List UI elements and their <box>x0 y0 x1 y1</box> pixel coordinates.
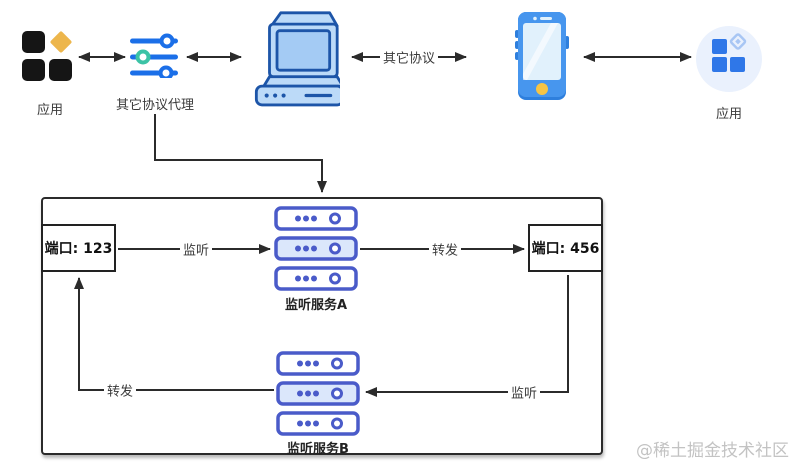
service-a-label: 监听服务A <box>284 298 348 313</box>
server-unit <box>274 266 358 291</box>
server-unit <box>276 411 360 436</box>
server-unit <box>274 236 358 261</box>
server-unit <box>276 381 360 406</box>
server-unit <box>276 351 360 376</box>
connector-serviceB-port123 <box>74 277 274 391</box>
edge-listen-a-label: 监听 <box>179 239 213 259</box>
app-grid-icon <box>22 31 72 81</box>
service-a-stack <box>274 206 358 291</box>
edge-forward-b-label: 转发 <box>103 380 137 400</box>
app-left-label: 应用 <box>36 103 63 118</box>
phone-icon <box>515 12 569 100</box>
edge-listen-b-label: 监听 <box>507 382 541 402</box>
connector-port456-serviceB <box>365 275 569 397</box>
app-right-label: 应用 <box>715 107 742 122</box>
port-123-box: 端口: 123 <box>41 224 116 272</box>
connector-proxy-box <box>154 114 327 193</box>
service-b-stack <box>276 351 360 436</box>
service-b-label: 监听服务B <box>287 442 349 457</box>
app-circle-icon <box>696 26 762 92</box>
server-unit <box>274 206 358 231</box>
computer-icon <box>254 11 340 107</box>
edge-forward-a-label: 转发 <box>428 239 462 259</box>
computer-phone-link-label: 其它协议 <box>379 47 439 67</box>
port-456-box: 端口: 456 <box>528 224 603 272</box>
proxy-label: 其它协议代理 <box>115 98 194 113</box>
watermark-text: @稀土掘金技术社区 <box>636 441 789 461</box>
sliders-icon <box>130 33 178 78</box>
